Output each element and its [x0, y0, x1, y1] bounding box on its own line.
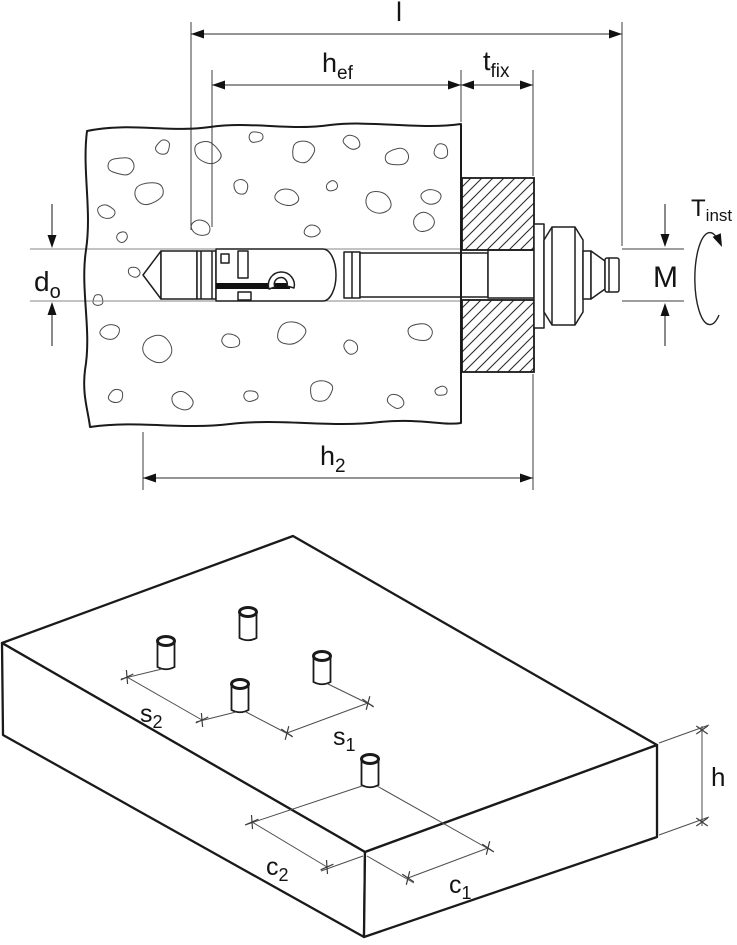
- aggregate-stone-icon: [420, 189, 442, 205]
- dim-label-M: M: [653, 261, 678, 294]
- concrete-slab: [0, 534, 659, 939]
- dimension-tick: [245, 818, 259, 826]
- iso-extension-lines: [120, 668, 710, 884]
- aggregate-stone-icon: [92, 294, 104, 306]
- dimension-tick: [320, 863, 334, 871]
- aggregate-stone-icon: [171, 390, 194, 411]
- dimension-tick: [695, 817, 709, 827]
- dimension-tick: [365, 696, 371, 710]
- dimension-tick: [284, 726, 290, 740]
- dim-embedment-hef: hef: [212, 48, 462, 122]
- aggregate-stone-icon: [155, 139, 171, 155]
- aggregate-stone-icon: [386, 393, 405, 409]
- aggregate-stone-icon: [233, 179, 249, 195]
- concrete-block-outline: [83, 122, 462, 428]
- expansion-slot: [216, 283, 290, 289]
- dim-fixture-thickness-tfix: tfix: [461, 46, 534, 176]
- dim-label-hef: hef: [322, 48, 354, 84]
- aggregate-stone-icon: [274, 188, 300, 207]
- aggregate-stone-icon: [127, 266, 141, 278]
- dim-edge-c2: c2: [251, 821, 328, 885]
- dimension-tick: [695, 725, 709, 735]
- washer: [533, 223, 545, 329]
- bolt-end-tip: [582, 250, 620, 300]
- aggregate-stone-icon: [243, 390, 259, 402]
- hex-nut: [543, 226, 584, 326]
- dim-label-l: l: [396, 0, 402, 27]
- anchor-studs: [156, 606, 380, 789]
- bolt-thread-section: [487, 249, 535, 299]
- dim-label-c1: c1: [449, 871, 472, 903]
- anchor-cone-tip-icon: [142, 250, 162, 300]
- dim-install-torque-tinst: Tinst: [691, 195, 732, 326]
- anchor-stud-icon: [156, 635, 176, 671]
- aggregate-stone-icon: [407, 323, 433, 342]
- dimension-tick: [405, 871, 411, 885]
- anchor-stud-icon: [312, 650, 332, 686]
- dim-spacing-s1: s1: [286, 702, 369, 755]
- dim-thread-M: M: [622, 204, 684, 346]
- aggregate-stone-icon: [310, 380, 334, 402]
- dimension-tick: [485, 841, 491, 855]
- iso-layout-view: s2 s1 c2 c1 h: [0, 534, 725, 939]
- dimension-tick: [120, 673, 134, 681]
- torque-rotation-arrow-icon: [694, 231, 720, 326]
- aggregate-stone-icon: [99, 324, 120, 340]
- anchor-bolt: [142, 248, 535, 302]
- aggregate-stone-icon: [325, 180, 339, 192]
- aggregate-stone-icon: [107, 157, 135, 176]
- bolt-shaft: [359, 252, 489, 298]
- dim-total-length-l: l: [191, 0, 623, 246]
- dim-label-c2: c2: [266, 853, 289, 885]
- aggregate-stone-icon: [190, 219, 211, 236]
- dim-edge-c1: c1: [407, 847, 489, 903]
- anchor-stud-icon: [230, 678, 250, 714]
- aggregate-stone-icon: [343, 339, 359, 355]
- aggregate-stone-icon: [365, 190, 392, 214]
- dim-spacing-s2: s2: [126, 676, 203, 732]
- aggregate-stone-icon: [413, 211, 435, 233]
- aggregate-stone-icon: [303, 224, 321, 238]
- aggregate-stone-icon: [248, 131, 264, 143]
- dim-label-h2: h2: [320, 441, 346, 477]
- aggregate-stone-icon: [194, 141, 222, 165]
- expansion-sleeve: [215, 248, 337, 302]
- aggregate-stone-icon: [342, 134, 361, 150]
- anchor-stud-icon: [238, 606, 258, 642]
- dimension-tick-marks: [120, 669, 709, 885]
- aggregate-stones-icon: [92, 131, 449, 411]
- dim-label-do: do: [34, 266, 61, 303]
- section-view: l hef tfix do: [30, 0, 732, 490]
- dim-label-tfix: tfix: [483, 46, 510, 82]
- aggregate-stone-icon: [134, 182, 164, 206]
- aggregate-stone-icon: [292, 140, 316, 164]
- dim-hole-diameter-do: do: [34, 204, 61, 346]
- dim-member-height-h: h: [701, 726, 725, 826]
- aggregate-stone-icon: [107, 388, 124, 403]
- aggregate-stone-icon: [221, 333, 241, 349]
- sleeve-ring: [343, 251, 361, 299]
- anchor-stud-icon: [360, 753, 380, 789]
- slab-right-face: [362, 743, 659, 939]
- aggregate-stone-icon: [97, 204, 116, 219]
- dim-label-h: h: [711, 762, 725, 792]
- wedge-hook-icon: [267, 271, 296, 290]
- dim-label-tinst: Tinst: [691, 195, 732, 225]
- expansion-collar: [196, 250, 217, 300]
- aggregate-stone-icon: [433, 143, 449, 159]
- aggregate-stone-icon: [116, 231, 128, 243]
- dim-hole-depth-h2: h2: [142, 374, 534, 490]
- aggregate-stone-icon: [277, 321, 307, 345]
- aggregate-stone-icon: [384, 147, 410, 166]
- anchor-body: [160, 250, 198, 300]
- aggregate-stone-icon: [434, 385, 448, 396]
- dimension-tick: [195, 716, 209, 724]
- dim-label-s2: s2: [140, 700, 163, 732]
- aggregate-stone-icon: [142, 334, 173, 364]
- dim-label-s1: s1: [333, 723, 356, 755]
